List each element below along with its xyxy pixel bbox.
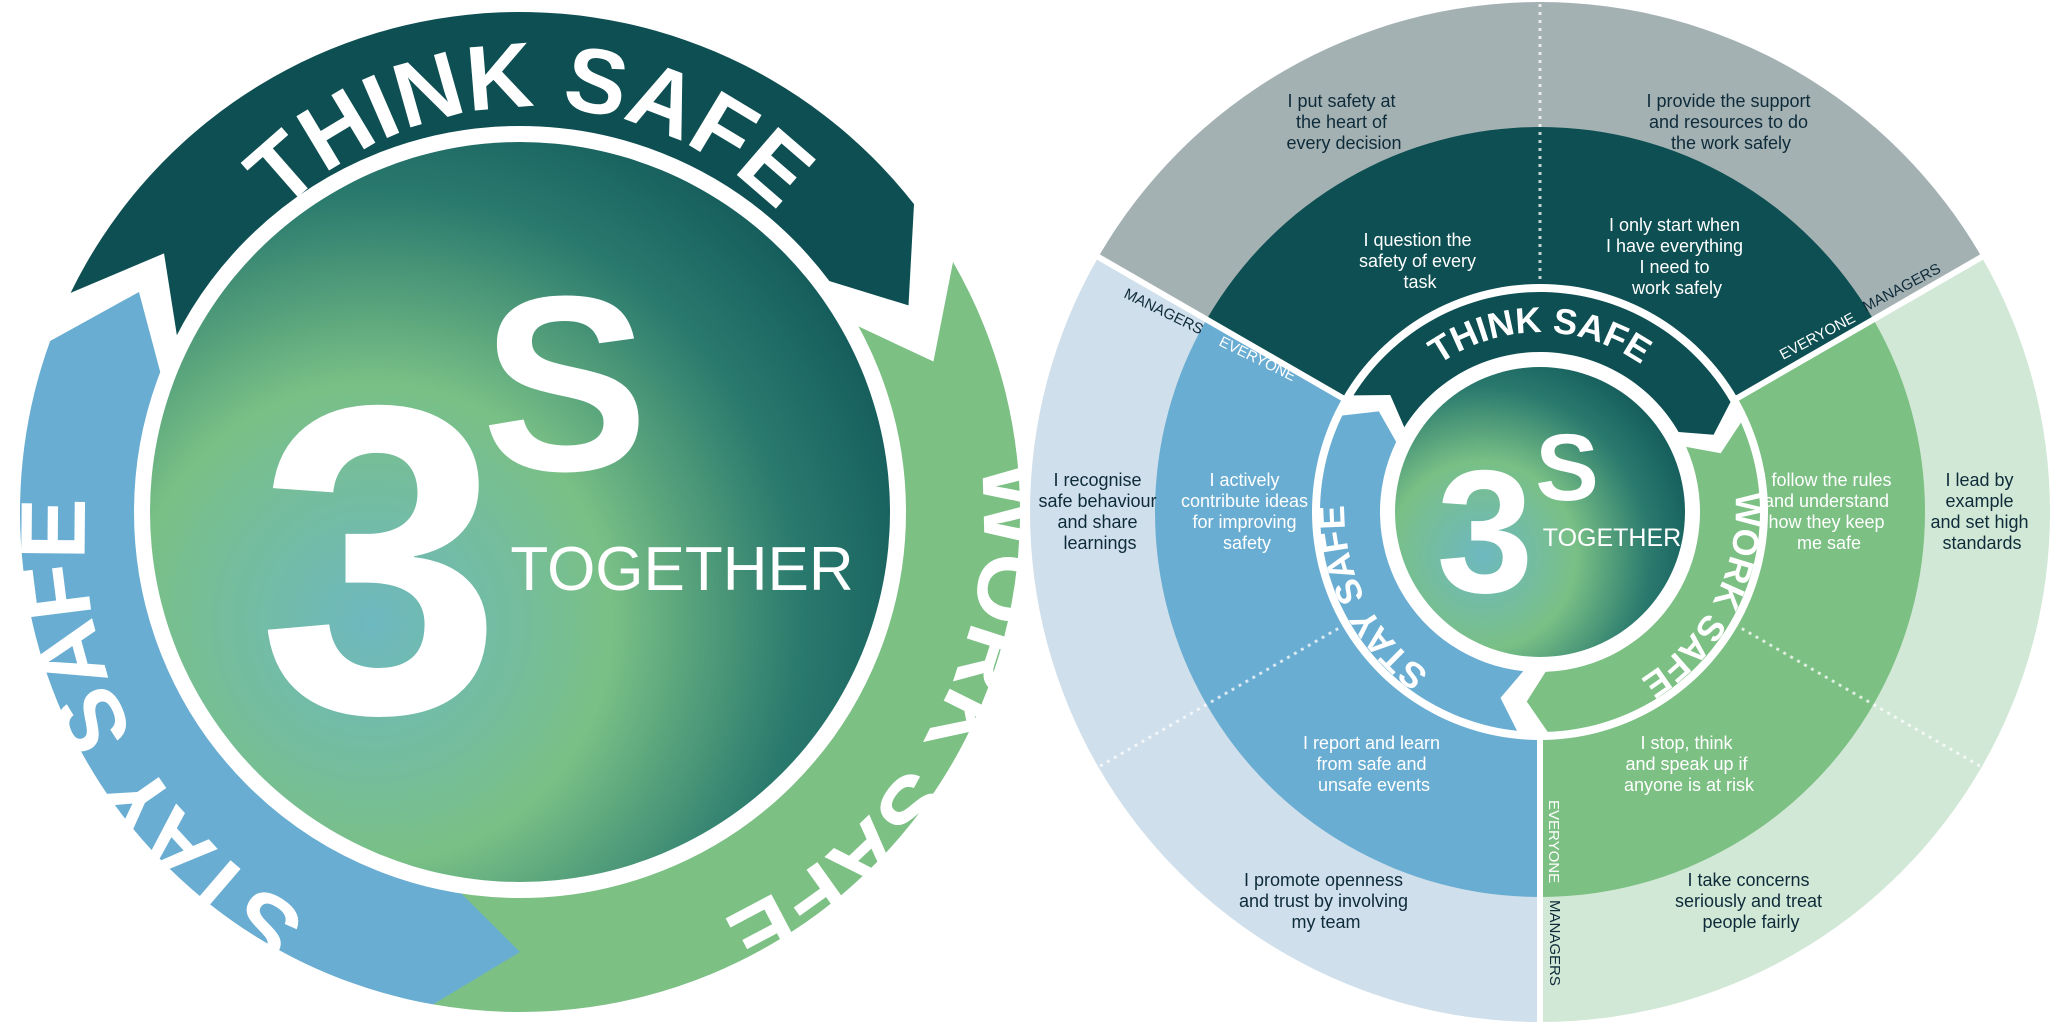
statement-everyone-think-left: I question the safety of every task: [1359, 230, 1481, 292]
statement-managers-think-right: I provide the support and resources to d…: [1646, 91, 1815, 153]
statement-everyone-work-top: I follow the rules and understand how th…: [1761, 470, 1896, 553]
stay-safe-arrow: [19, 292, 520, 1005]
right-center-superscript: S: [1535, 415, 1598, 521]
left-center-superscript: S: [482, 244, 649, 523]
label-ring-stay: [1320, 411, 1524, 731]
statement-managers-think-left: I put safety at the heart of every decis…: [1286, 91, 1401, 153]
statement-managers-work-bottom: I take concerns seriously and treat peop…: [1675, 870, 1827, 932]
statement-managers-work-top: I lead by example and set high standards: [1930, 470, 2033, 553]
tag-everyone-work: EVERYONE: [1545, 800, 1562, 883]
think-safe-arrow: [70, 11, 915, 346]
work-safe-arrow: [369, 262, 1021, 1013]
statement-everyone-think-right: I only start when I have everything I ne…: [1606, 215, 1748, 298]
statement-managers-stay-bottom: I promote openness and trust by involvin…: [1239, 870, 1413, 932]
left-3s-diagram: 3 S TOGETHER THINK SAFE WORK SAFE STAY S…: [3, 11, 1067, 1013]
label-ring-think: [1353, 291, 1731, 435]
right-center-number: 3: [1436, 435, 1533, 630]
left-center-disc: [150, 142, 890, 882]
statement-everyone-stay-top: I actively contribute ideas for improvin…: [1181, 470, 1313, 553]
left-center-number: 3: [258, 315, 503, 806]
right-3s-diagram: 3 S TOGETHER THINK SAFE WORK SAFE STAY S…: [1030, 2, 2050, 1024]
statement-everyone-work-bottom: I stop, think and speak up if anyone is …: [1624, 733, 1755, 795]
right-center-disc: [1395, 367, 1685, 657]
statement-everyone-stay-bottom: I report and learn from safe and unsafe …: [1303, 733, 1445, 795]
right-center-word: TOGETHER: [1543, 524, 1681, 552]
tag-managers-work: MANAGERS: [1546, 900, 1563, 986]
left-center-word: TOGETHER: [510, 535, 853, 604]
right-label-ring: [1312, 283, 1768, 740]
label-ring-work: [1526, 422, 1760, 732]
statement-managers-stay-top: I recognise safe behaviour and share lea…: [1038, 470, 1161, 553]
